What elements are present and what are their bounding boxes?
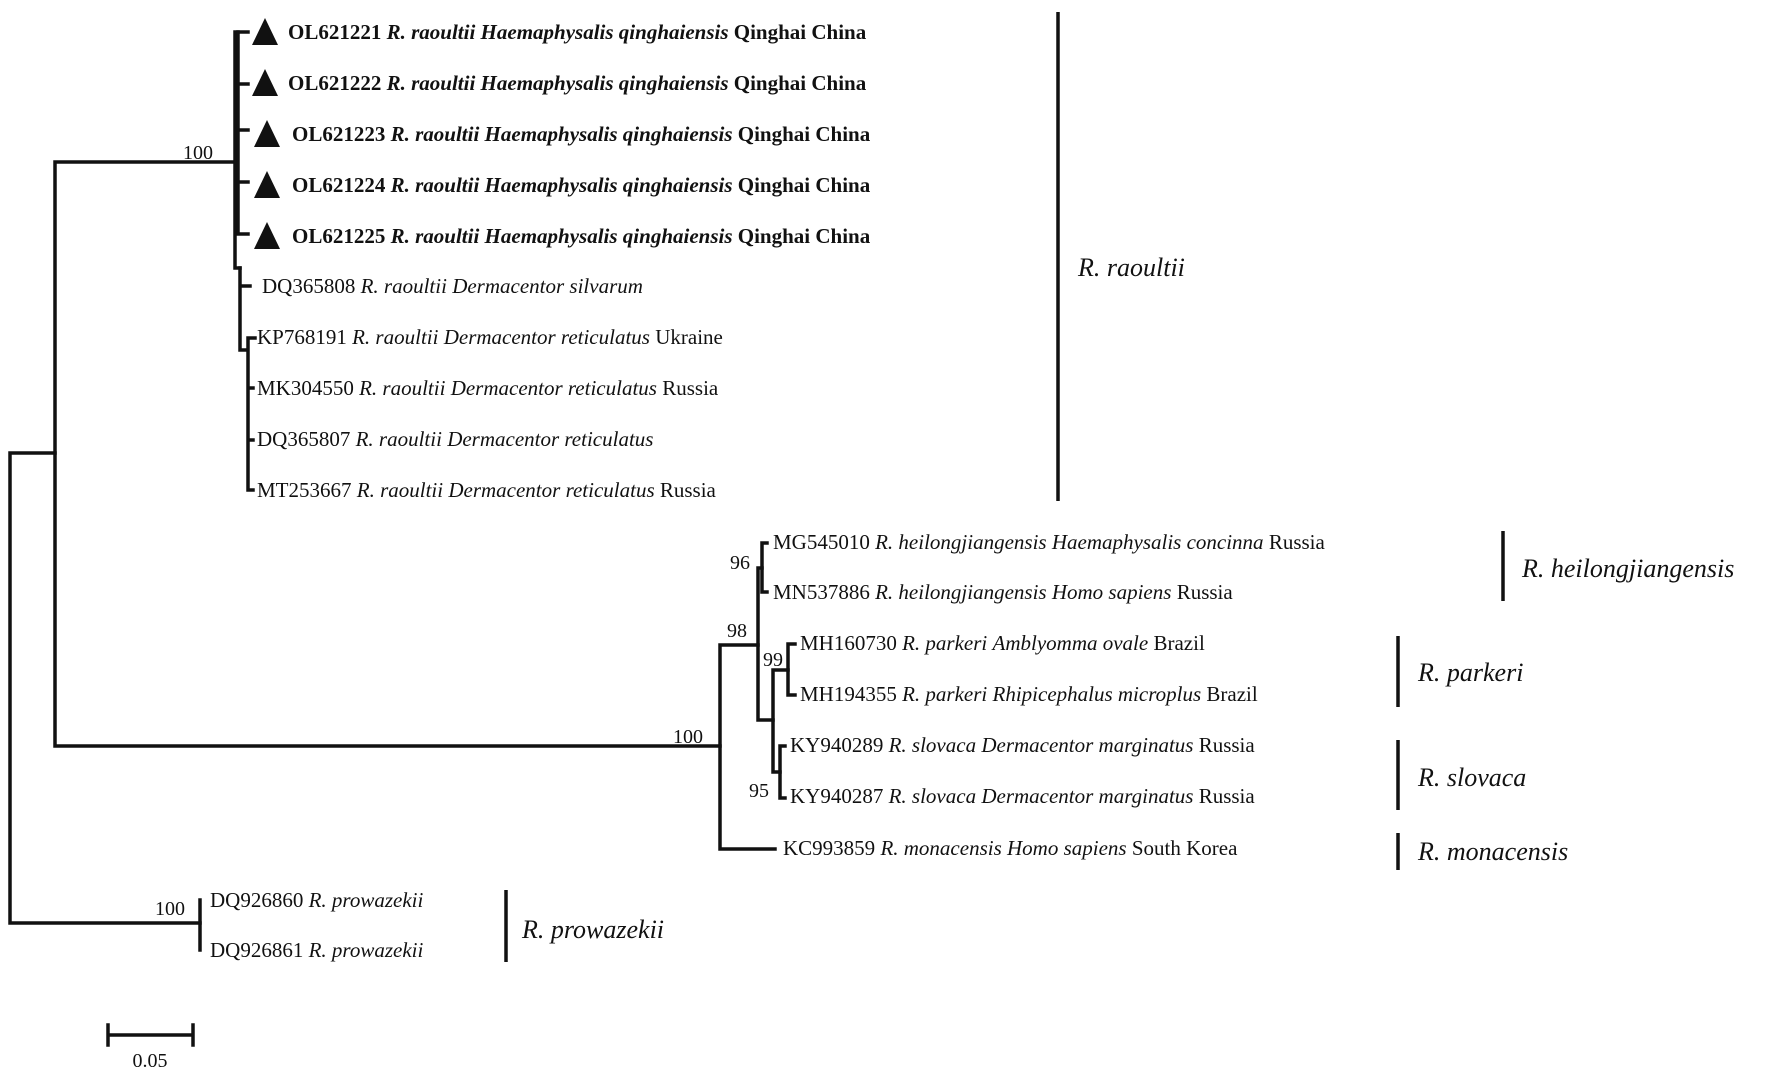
leaf-label: KP768191 R. raoultii Dermacentor reticul… (257, 325, 723, 349)
branch-sfg (718, 643, 777, 851)
branch-heilong (760, 541, 769, 594)
leaf-label: DQ365807 R. raoultii Dermacentor reticul… (257, 427, 653, 451)
bootstrap-value: 95 (749, 780, 769, 802)
leaf-label: OL621221 R. raoultii Haemaphysalis qingh… (288, 20, 867, 44)
leaf-label: KC993859 R. monacensis Homo sapiens Sout… (783, 836, 1238, 860)
leaf-label: MK304550 R. raoultii Dermacentor reticul… (257, 376, 719, 400)
bootstrap-value: 100 (673, 726, 703, 748)
clade-label: R. heilongjiangensis (1521, 554, 1734, 583)
branch-raoultii-qinghai (236, 30, 250, 236)
leaf-label: OL621224 R. raoultii Haemaphysalis qingh… (292, 173, 871, 197)
bootstrap-value: 98 (727, 620, 747, 642)
branch-parkeri (786, 642, 797, 697)
triangle-marker-icon (254, 222, 280, 249)
branch-raoultii-dermacentor (238, 266, 257, 492)
clade-label: R. raoultii (1077, 253, 1185, 282)
leaf-label: KY940289 R. slovaca Dermacentor marginat… (790, 733, 1255, 757)
leaf-label: DQ365808 R. raoultii Dermacentor silvaru… (262, 274, 643, 298)
leaf-label: MG545010 R. heilongjiangensis Haemaphysa… (773, 530, 1325, 554)
leaf-label: MN537886 R. heilongjiangensis Homo sapie… (773, 580, 1233, 604)
leaf-labels: OL621221 R. raoultii Haemaphysalis qingh… (210, 20, 1325, 962)
scale-bar: 0.05 (106, 1023, 195, 1071)
clade-annotations: R. raoultii R. heilongjiangensis R. park… (504, 12, 1734, 962)
clade-label: R. prowazekii (521, 915, 664, 944)
sample-markers (252, 18, 280, 249)
triangle-marker-icon (254, 171, 280, 198)
leaf-label: KY940287 R. slovaca Dermacentor marginat… (790, 784, 1255, 808)
bootstrap-value: 96 (730, 552, 750, 574)
branch-ingroup (53, 160, 722, 748)
leaf-label: OL621222 R. raoultii Haemaphysalis qingh… (288, 71, 867, 95)
tree-branches (8, 30, 797, 952)
bootstrap-value: 100 (155, 898, 185, 920)
bootstrap-value: 100 (183, 142, 213, 164)
leaf-label: MT253667 R. raoultii Dermacentor reticul… (257, 478, 717, 502)
clade-label: R. monacensis (1417, 837, 1568, 866)
clade-label: R. slovaca (1417, 763, 1526, 792)
leaf-label: DQ926860 R. prowazekii (210, 888, 423, 912)
branch-slovaca (778, 744, 787, 800)
leaf-label: OL621223 R. raoultii Haemaphysalis qingh… (292, 122, 871, 146)
triangle-marker-icon (254, 120, 280, 147)
clade-label: R. parkeri (1417, 658, 1523, 687)
triangle-marker-icon (252, 69, 278, 96)
scale-bar-line (106, 1023, 195, 1047)
bootstrap-value: 99 (763, 649, 783, 671)
leaf-label: MH160730 R. parkeri Amblyomma ovale Braz… (800, 631, 1205, 655)
leaf-label: DQ926861 R. prowazekii (210, 938, 423, 962)
scale-bar-label: 0.05 (133, 1050, 168, 1071)
leaf-label: MH194355 R. parkeri Rhipicephalus microp… (800, 682, 1258, 706)
leaf-label: OL621225 R. raoultii Haemaphysalis qingh… (292, 224, 871, 248)
branch-root (8, 451, 202, 925)
triangle-marker-icon (252, 18, 278, 45)
bootstrap-values: 100 96 98 99 95 100 100 (155, 142, 783, 920)
